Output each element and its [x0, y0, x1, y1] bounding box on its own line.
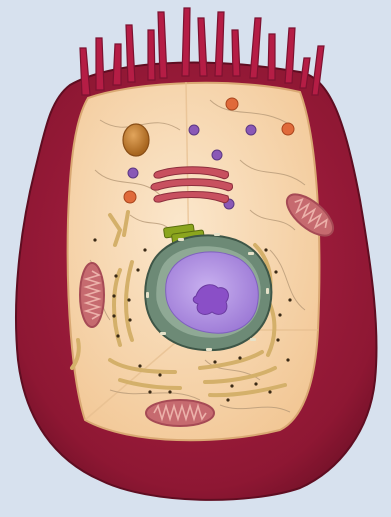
lysosome [123, 124, 149, 156]
golgi-apparatus [151, 167, 233, 203]
nucleus [145, 233, 271, 351]
